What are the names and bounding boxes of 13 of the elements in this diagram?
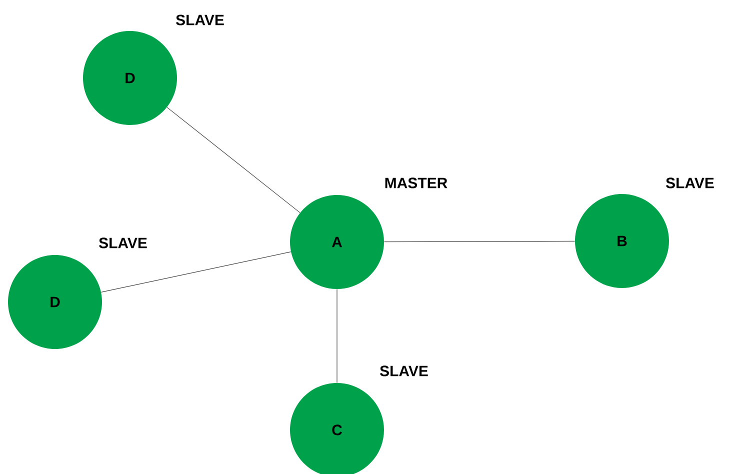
node-label: SLAVE bbox=[666, 178, 714, 188]
node-label: SLAVE bbox=[380, 366, 428, 376]
node-label: MASTER bbox=[385, 178, 448, 188]
connector-line bbox=[384, 240, 576, 242]
node-label: SLAVE bbox=[176, 14, 224, 26]
connector-line bbox=[166, 107, 300, 213]
circle-node: D bbox=[8, 255, 102, 349]
connector-line bbox=[336, 288, 338, 384]
circle-node: B bbox=[575, 194, 669, 288]
connector-line bbox=[100, 252, 292, 292]
node-label: SLAVE bbox=[99, 238, 147, 248]
circle-node: A bbox=[290, 195, 384, 289]
circle-node: D bbox=[83, 31, 177, 125]
